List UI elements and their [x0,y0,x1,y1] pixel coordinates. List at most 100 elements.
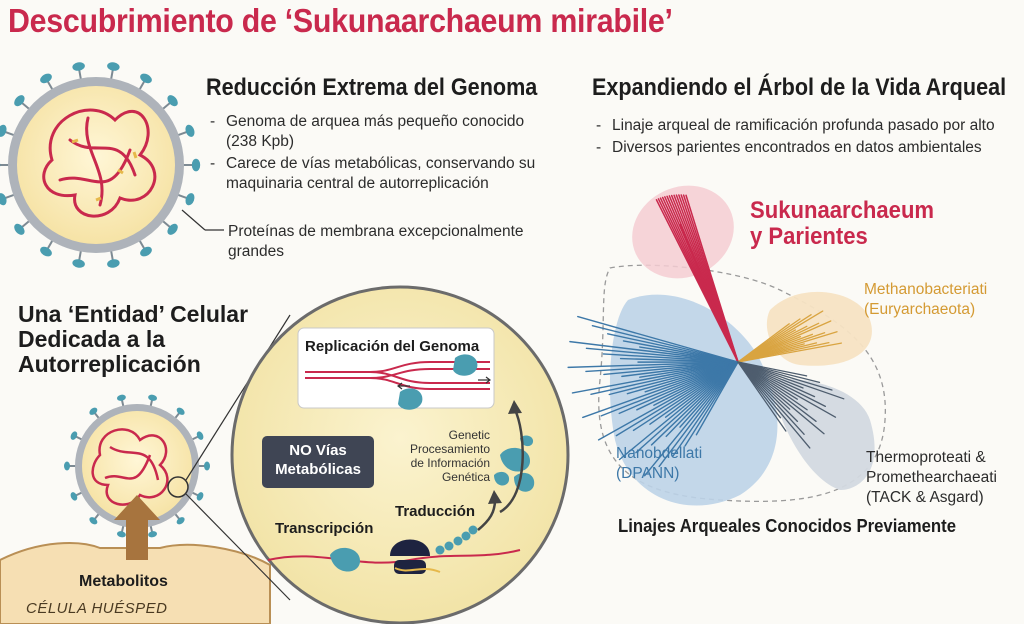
tree-branch [737,361,827,408]
membrane-protein-head [89,407,98,415]
no-metabolic-label: NO Vías Metabólicas [262,441,374,479]
membrane-protein-head [196,431,204,440]
host-cell-label: CÉLULA HUÉSPED [26,600,168,617]
thermo-label-line: Thermoproteati & [866,449,986,466]
nano-label-line: Nanobdellati [616,445,703,462]
membrane-protein-head [64,461,70,471]
membrane-protein-head [14,95,25,107]
tree-branch [567,361,739,369]
tree-branch [577,315,739,363]
tree-branch [737,361,787,432]
genome-bullet: Genoma de arquea más pequeño conocido (2… [206,112,556,152]
metha-label: Methanobacteriati (Euryarchaeota) [864,280,987,320]
entity-heading: Una ‘Entidad’ Celular Dedicada a la Auto… [18,301,249,377]
sukuna-label-line: y Parientes [750,223,868,250]
membrane-protein-head [204,461,210,471]
sukuna-label-line: Sukunaarchaeum [750,197,935,224]
membrane-protein-head [0,193,7,206]
tree-heading: Expandiendo el Árbol de la Vida Arqueal [592,74,1007,101]
tree-footer: Linajes Arqueales Conocidos Previamente [618,516,957,536]
metabolites-label: Metabolitos [79,573,168,590]
tree-branch [679,224,739,363]
tree-branch [737,361,811,449]
thermo-label-line: (TACK & Asgard) [866,489,984,506]
membrane-protein-head [140,73,152,84]
tree-branch [650,361,739,446]
membrane-protein-head [148,394,158,401]
tree-branch [571,361,739,394]
genome-heading: Reducción Extrema del Genoma [206,74,538,101]
metabolite-arrow [114,495,160,560]
membrane-protein-head [72,62,85,71]
transcription-label: Transcripción [275,520,374,537]
thermo-label: Thermoproteati & Promethearchaeati (TACK… [866,448,997,508]
tree-branch [671,361,739,458]
membrane-protein-head [167,223,178,235]
tree-branch [737,361,833,391]
tree-branch [618,361,739,461]
membrane-protein-head [89,517,98,525]
host-cell [0,542,271,624]
membrane-protein-head [14,223,25,235]
genome-loop [42,108,157,218]
membrane-protein-head [185,193,195,206]
tree-branch [582,361,739,419]
cell-illustration [0,62,201,268]
genome-bullet: Carece de vías metabólicas, conservando … [206,154,556,194]
tree-branch [737,361,805,435]
metha-label-line: (Euryarchaeota) [864,301,976,318]
membrane-protein-head [148,531,158,538]
tree-branch [632,361,739,432]
sukuna-label: Sukunaarchaeum y Parientes [750,198,934,250]
tree-branch [737,361,845,400]
membrane-protein-head [107,62,120,71]
membrane-protein-head [40,73,52,84]
tree-bullet: Diversos parientes encontrados en datos … [592,138,1024,158]
membrane-proteins [0,62,201,268]
translation-label: Traducción [395,503,476,520]
phylogenetic-tree [567,185,886,506]
tree-branch [643,361,739,477]
membrane-protein-head [196,492,204,501]
tree-branch [585,361,739,373]
tree-bullet: Linaje arqueal de ramificación profunda … [592,116,1024,136]
tree-branch [585,347,739,363]
genetic-line: Genetic [448,428,490,442]
membrane-protein-head [116,531,126,538]
membrane-protein-head [116,394,126,401]
tree-branch [737,342,842,363]
thermo-label-line: Promethearchaeati [866,469,997,486]
tree-branch [597,361,739,441]
tree-branch [635,361,739,454]
membrane-protein-head [191,158,201,172]
membrane-proteins-label: Proteínas de membrana excepcionalmente g… [228,223,524,260]
genome-bullets: Genoma de arquea más pequeño conocido (2… [206,112,556,196]
genetic-processing-label: Genetic Procesamiento de Información Gen… [390,428,490,484]
tree-branch [737,361,825,435]
tree-branch [591,324,739,363]
tree-branch [618,361,739,415]
tree-branch [569,340,739,363]
tree-branch [685,194,739,363]
tree-bullets: Linaje arqueal de ramificación profunda … [592,116,1024,160]
page-title: Descubrimiento de ‘Sukunaarchaeum mirabi… [8,2,673,39]
membrane-protein-head [176,407,185,415]
membrane-protein-head [167,95,178,107]
tree-branch [615,361,739,437]
tree-branch [737,361,817,422]
tree-branch [600,361,739,417]
replication-label: Replicación del Genoma [305,338,480,355]
small-cell [64,394,210,538]
nano-label-line: (DPANN) [616,465,680,482]
membrane-protein-head [140,246,152,257]
membrane-protein-head [0,124,7,137]
nano-label: Nanobdellati (DPANN) [616,444,702,484]
membrane-protein-head [107,259,120,268]
membrane-protein-head [70,492,78,501]
no-metabolic-line: NO Vías [289,442,347,459]
genetic-line: Genética [441,470,490,484]
membrane-protein-head [70,431,78,440]
no-metabolic-line: Metabólicas [275,461,361,478]
membrane-protein-head [40,246,52,257]
